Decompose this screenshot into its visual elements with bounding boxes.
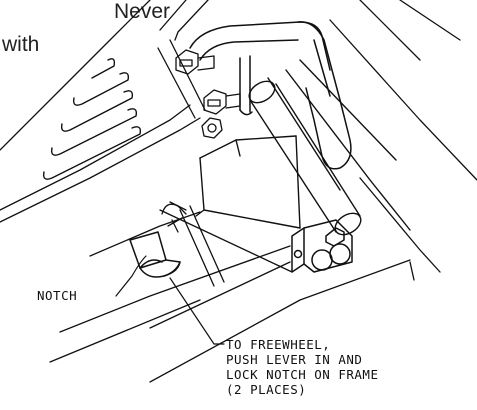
freewheel-instruction-line-3: LOCK NOTCH ON FRAME bbox=[226, 367, 379, 382]
side-frame bbox=[329, 0, 477, 281]
roller-shaft bbox=[248, 59, 411, 236]
leader-lines bbox=[115, 255, 225, 345]
freewheel-instruction-line-4: (2 PLACES) bbox=[226, 382, 306, 397]
freewheel-instruction-line-1: TO FREEWHEEL, bbox=[226, 337, 330, 352]
hex-nut-lower bbox=[201, 117, 223, 139]
notch-label: NOTCH bbox=[37, 288, 77, 303]
vent-slots bbox=[42, 58, 142, 180]
frame-bracket bbox=[291, 219, 353, 273]
motor-block bbox=[195, 135, 301, 229]
base-frame bbox=[49, 201, 411, 383]
freewheel-lever bbox=[189, 21, 352, 170]
lever-rod bbox=[161, 203, 225, 287]
notch-catch bbox=[129, 231, 181, 278]
deck-plate bbox=[0, 0, 209, 223]
hex-nut-top bbox=[175, 49, 215, 75]
hex-nut-middle bbox=[203, 89, 241, 115]
caption-fragment-never: Never bbox=[114, 0, 171, 23]
caption-fragment-with: with bbox=[2, 33, 40, 56]
freewheel-instruction-line-2: PUSH LEVER IN AND bbox=[226, 352, 362, 367]
